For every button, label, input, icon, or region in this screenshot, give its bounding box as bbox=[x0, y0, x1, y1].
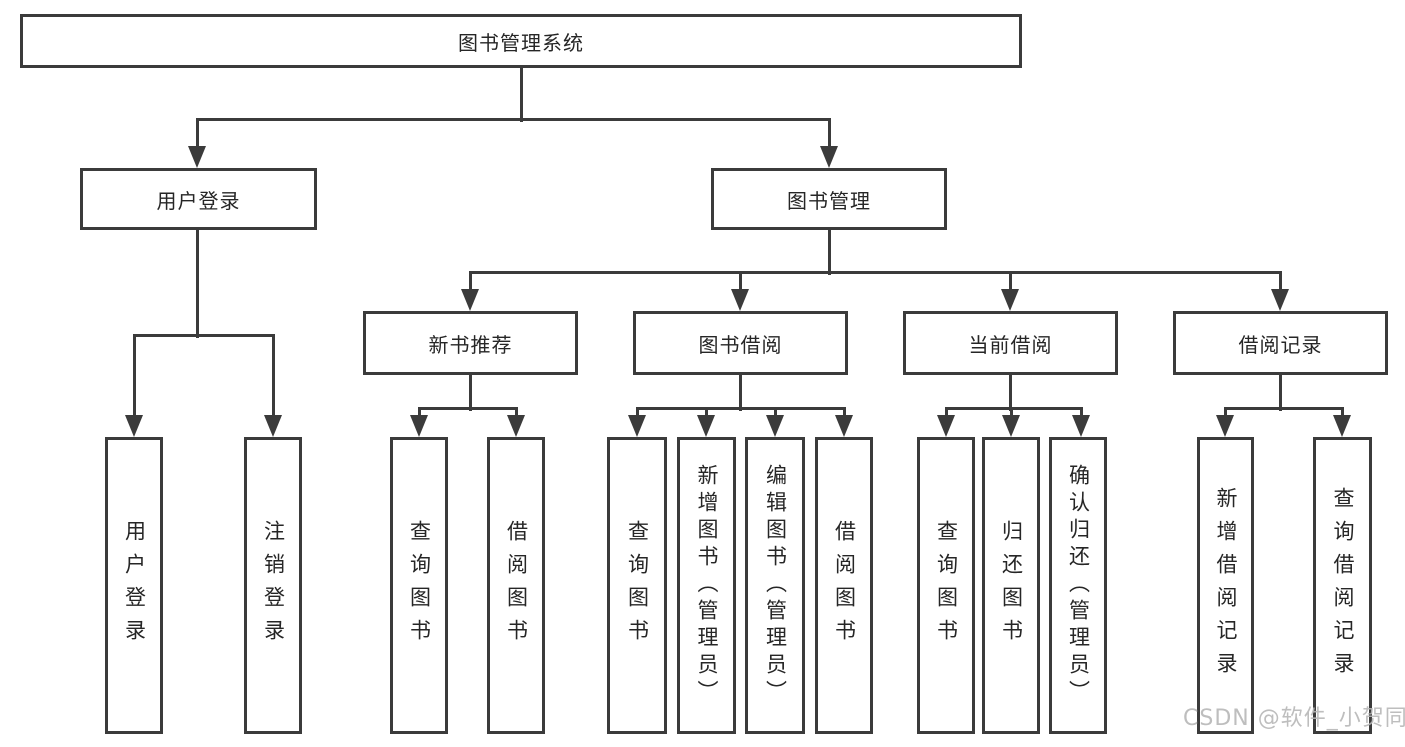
arrow-shaft bbox=[842, 408, 846, 417]
arrow-shaft bbox=[195, 119, 199, 148]
connector-line-vertical bbox=[1008, 375, 1012, 411]
connector-line-vertical bbox=[827, 230, 831, 275]
arrow-down-icon bbox=[766, 415, 784, 437]
connector-line-vertical bbox=[519, 68, 523, 122]
arrow-shaft bbox=[514, 408, 518, 417]
arrow-down-icon bbox=[461, 289, 479, 311]
node-borrow-books-1: 借阅图书 bbox=[487, 437, 545, 734]
arrow-shaft bbox=[1223, 408, 1227, 417]
node-user-login-group: 用户登录 bbox=[80, 168, 317, 230]
arrow-down-icon bbox=[731, 289, 749, 311]
node-borrowing-records: 借阅记录 bbox=[1173, 311, 1388, 375]
arrow-shaft bbox=[1340, 408, 1344, 417]
node-query-books-2: 查询图书 bbox=[607, 437, 667, 734]
node-label: 借阅记录 bbox=[1238, 332, 1323, 357]
arrow-down-icon bbox=[1333, 415, 1351, 437]
node-label: 新书推荐 bbox=[428, 332, 513, 357]
node-edit-books-admin: 编辑图书（管理员） bbox=[745, 437, 805, 734]
node-library-management-system: 图书管理系统 bbox=[20, 14, 1022, 68]
node-label: 归还图书 bbox=[999, 519, 1024, 652]
arrow-down-icon bbox=[264, 415, 282, 437]
node-add-books-admin: 新增图书（管理员） bbox=[677, 437, 736, 734]
arrow-down-icon bbox=[507, 415, 525, 437]
node-book-borrowing: 图书借阅 bbox=[633, 311, 848, 375]
node-label: 用户登录 bbox=[156, 188, 241, 213]
arrow-down-icon bbox=[1002, 415, 1020, 437]
node-borrow-books-2: 借阅图书 bbox=[815, 437, 873, 734]
arrow-down-icon bbox=[820, 146, 838, 168]
node-return-books: 归还图书 bbox=[982, 437, 1040, 734]
arrow-down-icon bbox=[188, 146, 206, 168]
arrow-shaft bbox=[1278, 272, 1282, 291]
node-label: 查询借阅记录 bbox=[1331, 486, 1355, 685]
connector-line-vertical bbox=[468, 375, 472, 411]
node-label: 借阅图书 bbox=[504, 519, 529, 652]
arrow-shaft bbox=[1079, 408, 1083, 417]
connector-line-horizontal bbox=[132, 333, 275, 337]
connector-line-horizontal bbox=[195, 117, 831, 121]
connector-line-horizontal bbox=[944, 406, 1083, 410]
connector-line-vertical bbox=[1278, 375, 1282, 411]
node-label: 编辑图书（管理员） bbox=[763, 464, 788, 707]
arrow-down-icon bbox=[1001, 289, 1019, 311]
arrow-shaft bbox=[417, 408, 421, 417]
node-query-books-1: 查询图书 bbox=[390, 437, 448, 734]
connector-line-horizontal bbox=[1223, 406, 1344, 410]
node-label: 当前借阅 bbox=[968, 332, 1053, 357]
connector-line-horizontal bbox=[635, 406, 846, 410]
node-user-login: 用户登录 bbox=[105, 437, 163, 734]
arrow-shaft bbox=[468, 272, 472, 291]
node-label: 确认归还（管理员） bbox=[1066, 464, 1091, 707]
arrow-down-icon bbox=[628, 415, 646, 437]
arrow-shaft bbox=[773, 408, 777, 417]
node-label: 图书借阅 bbox=[698, 332, 783, 357]
node-label: 借阅图书 bbox=[832, 519, 857, 652]
arrow-shaft bbox=[944, 408, 948, 417]
connector-line-vertical bbox=[195, 230, 199, 338]
arrow-down-icon bbox=[697, 415, 715, 437]
arrow-down-icon bbox=[835, 415, 853, 437]
node-label: 新增借阅记录 bbox=[1214, 486, 1238, 685]
node-label: 注销登录 bbox=[261, 519, 286, 652]
arrow-shaft bbox=[132, 335, 136, 417]
node-book-management: 图书管理 bbox=[711, 168, 947, 230]
node-confirm-return-admin: 确认归还（管理员） bbox=[1049, 437, 1107, 734]
node-label: 新增图书（管理员） bbox=[695, 464, 719, 707]
arrow-shaft bbox=[704, 408, 708, 417]
arrow-down-icon bbox=[1216, 415, 1234, 437]
arrow-down-icon bbox=[1271, 289, 1289, 311]
node-label: 查询图书 bbox=[407, 519, 432, 652]
node-label: 图书管理 bbox=[787, 188, 871, 213]
arrow-down-icon bbox=[125, 415, 143, 437]
node-query-books-3: 查询图书 bbox=[917, 437, 975, 734]
node-add-borrow-record: 新增借阅记录 bbox=[1197, 437, 1254, 734]
node-label: 查询图书 bbox=[625, 519, 650, 652]
connector-line-vertical bbox=[738, 375, 742, 411]
node-query-borrow-record: 查询借阅记录 bbox=[1313, 437, 1372, 734]
node-label: 用户登录 bbox=[122, 519, 147, 652]
node-new-book-recommendation: 新书推荐 bbox=[363, 311, 578, 375]
arrow-down-icon bbox=[410, 415, 428, 437]
arrow-down-icon bbox=[1072, 415, 1090, 437]
arrow-shaft bbox=[827, 119, 831, 148]
arrow-shaft bbox=[738, 272, 742, 291]
connector-line-horizontal bbox=[417, 406, 518, 410]
connector-line-horizontal bbox=[468, 270, 1282, 274]
node-current-borrowing: 当前借阅 bbox=[903, 311, 1118, 375]
arrow-down-icon bbox=[937, 415, 955, 437]
arrow-shaft bbox=[1008, 272, 1012, 291]
node-logout: 注销登录 bbox=[244, 437, 302, 734]
node-label: 图书管理系统 bbox=[458, 30, 584, 55]
arrow-shaft bbox=[635, 408, 639, 417]
arrow-shaft bbox=[271, 335, 275, 417]
node-label: 查询图书 bbox=[934, 519, 959, 652]
arrow-shaft bbox=[1009, 408, 1013, 417]
